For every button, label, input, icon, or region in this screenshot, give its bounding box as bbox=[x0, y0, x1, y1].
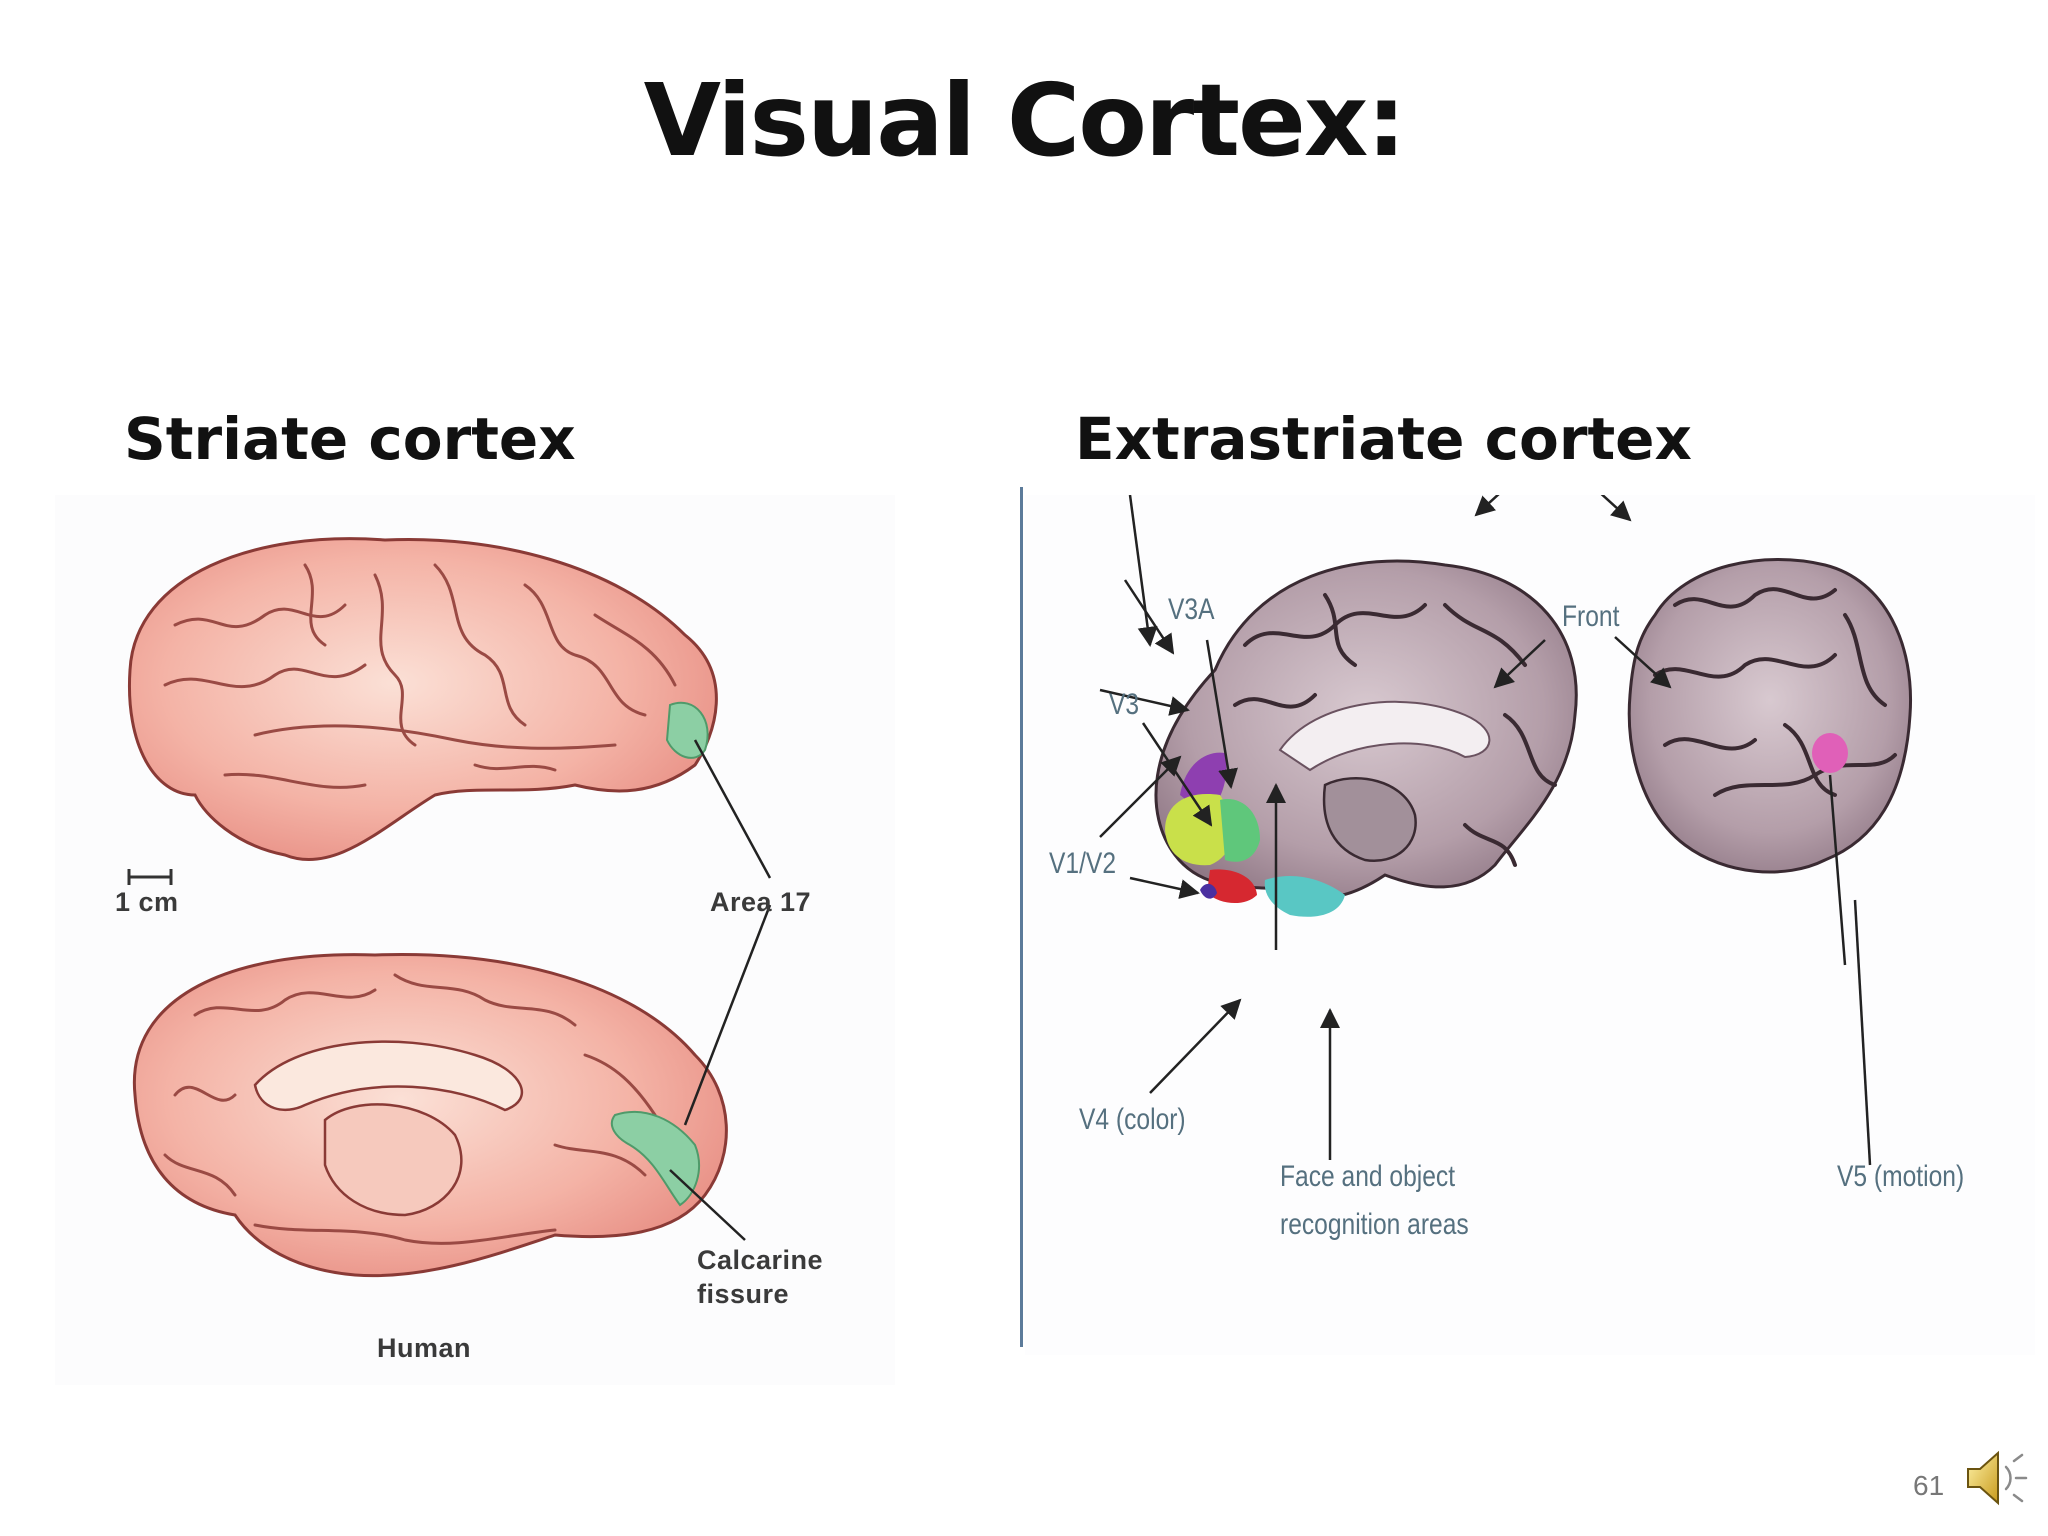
v3-label: V3 bbox=[1109, 688, 1140, 721]
medial-brain bbox=[132, 953, 728, 1278]
scale-label: 1 cm bbox=[115, 887, 179, 917]
area-v1v2 bbox=[1165, 794, 1233, 866]
striate-figure: 1 cm Area 17 Calcarine fissure Human bbox=[55, 495, 895, 1385]
extrastriate-heading: Extrastriate cortex bbox=[1075, 405, 1692, 473]
calcarine-label-line2: fissure bbox=[697, 1279, 790, 1309]
area-v3 bbox=[1220, 799, 1260, 862]
medial-gray-brain bbox=[1154, 559, 1578, 917]
species-label: Human bbox=[377, 1333, 472, 1363]
front-label: Front bbox=[1562, 600, 1620, 633]
slide-title: Visual Cortex: bbox=[643, 62, 1407, 179]
area-v4 bbox=[1207, 869, 1257, 904]
extrastriate-brain-illustration bbox=[1099, 495, 1913, 966]
scale-bar bbox=[127, 869, 173, 885]
pointer-lines bbox=[669, 739, 772, 1241]
divider-line bbox=[1020, 487, 1023, 1347]
v3a-label: V3A bbox=[1168, 593, 1215, 626]
area-v5 bbox=[1812, 733, 1848, 773]
v4-label: V4 (color) bbox=[1079, 1103, 1186, 1136]
face-object-label-line2: recognition areas bbox=[1280, 1208, 1469, 1241]
calcarine-label-line1: Calcarine bbox=[697, 1245, 824, 1275]
area-face-object bbox=[1264, 875, 1345, 917]
label-arrows bbox=[1099, 495, 1847, 966]
extrastriate-figure: V3A V3 V1/V2 V4 (color) Face and object … bbox=[1025, 495, 2035, 1355]
lateral-gray-brain bbox=[1627, 557, 1913, 874]
page-number: 61 bbox=[1913, 1470, 1945, 1501]
striate-brain-illustration bbox=[127, 537, 772, 1278]
lateral-brain bbox=[127, 537, 718, 862]
face-object-label-line1: Face and object bbox=[1280, 1160, 1456, 1193]
label-arrow-overlay bbox=[1129, 636, 1872, 1166]
v5-label: V5 (motion) bbox=[1837, 1160, 1965, 1193]
striate-heading: Striate cortex bbox=[124, 405, 576, 473]
speaker-icon[interactable] bbox=[1960, 1443, 2030, 1513]
area-17-label: Area 17 bbox=[710, 887, 812, 917]
v1v2-label: V1/V2 bbox=[1049, 847, 1117, 880]
